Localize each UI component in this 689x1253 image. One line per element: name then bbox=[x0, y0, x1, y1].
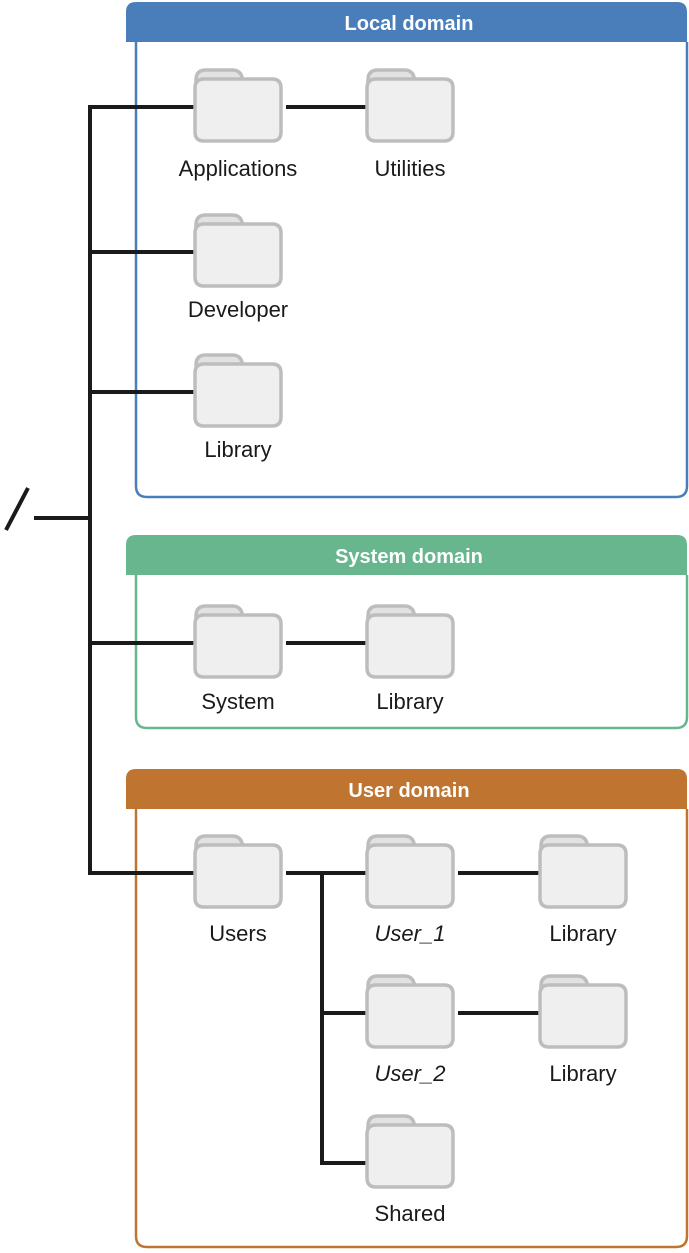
node-library-system[interactable]: Library bbox=[365, 604, 455, 714]
folder-icon bbox=[193, 604, 283, 679]
folder-icon bbox=[193, 213, 283, 288]
user-domain-frame bbox=[134, 809, 689, 1249]
node-user-1[interactable]: User_1 bbox=[365, 834, 455, 946]
node-label: Developer bbox=[188, 297, 288, 322]
folder-icon bbox=[365, 68, 455, 143]
node-user-2[interactable]: User_2 bbox=[365, 974, 455, 1086]
node-shared[interactable]: Shared bbox=[365, 1114, 455, 1226]
folder-icon bbox=[538, 974, 628, 1049]
node-label: Utilities bbox=[375, 156, 446, 181]
folder-icon bbox=[193, 353, 283, 428]
local-domain-frame bbox=[134, 42, 689, 499]
node-label: Library bbox=[376, 689, 443, 714]
panel-user-domain: User domain bbox=[126, 769, 689, 1249]
folder-icon bbox=[193, 834, 283, 909]
node-library-user-1[interactable]: Library bbox=[538, 834, 628, 946]
node-applications[interactable]: Applications bbox=[179, 68, 298, 181]
folder-icon bbox=[538, 834, 628, 909]
folder-icon bbox=[365, 974, 455, 1049]
node-developer[interactable]: Developer bbox=[188, 213, 288, 322]
node-library-local[interactable]: Library bbox=[193, 353, 283, 462]
node-label: Shared bbox=[375, 1201, 446, 1226]
node-label: Library bbox=[204, 437, 271, 462]
system-domain-header-bar bbox=[126, 535, 687, 575]
node-label: Users bbox=[209, 921, 266, 946]
node-label: Library bbox=[549, 921, 616, 946]
node-utilities[interactable]: Utilities bbox=[365, 68, 455, 181]
node-label: Applications bbox=[179, 156, 298, 181]
node-users[interactable]: Users bbox=[193, 834, 283, 946]
node-library-user-2[interactable]: Library bbox=[538, 974, 628, 1086]
panel-local-domain: Local domain bbox=[126, 2, 689, 499]
system-domain-frame bbox=[134, 575, 689, 730]
folder-icon bbox=[193, 68, 283, 143]
system-domain-title: System domain bbox=[335, 546, 483, 568]
folder-icon bbox=[365, 1114, 455, 1189]
node-label: User_1 bbox=[375, 921, 446, 946]
user-domain-header-bar bbox=[126, 769, 687, 809]
folder-icon bbox=[365, 604, 455, 679]
local-domain-header-bar bbox=[126, 2, 687, 42]
node-label: User_2 bbox=[375, 1061, 446, 1086]
node-label: System bbox=[201, 689, 274, 714]
folder-icon bbox=[365, 834, 455, 909]
root-slash-icon bbox=[4, 487, 30, 531]
user-domain-title: User domain bbox=[348, 780, 469, 802]
node-system[interactable]: System bbox=[193, 604, 283, 714]
local-domain-title: Local domain bbox=[345, 13, 474, 35]
node-label: Library bbox=[549, 1061, 616, 1086]
panel-system-domain: System domain bbox=[126, 535, 689, 730]
